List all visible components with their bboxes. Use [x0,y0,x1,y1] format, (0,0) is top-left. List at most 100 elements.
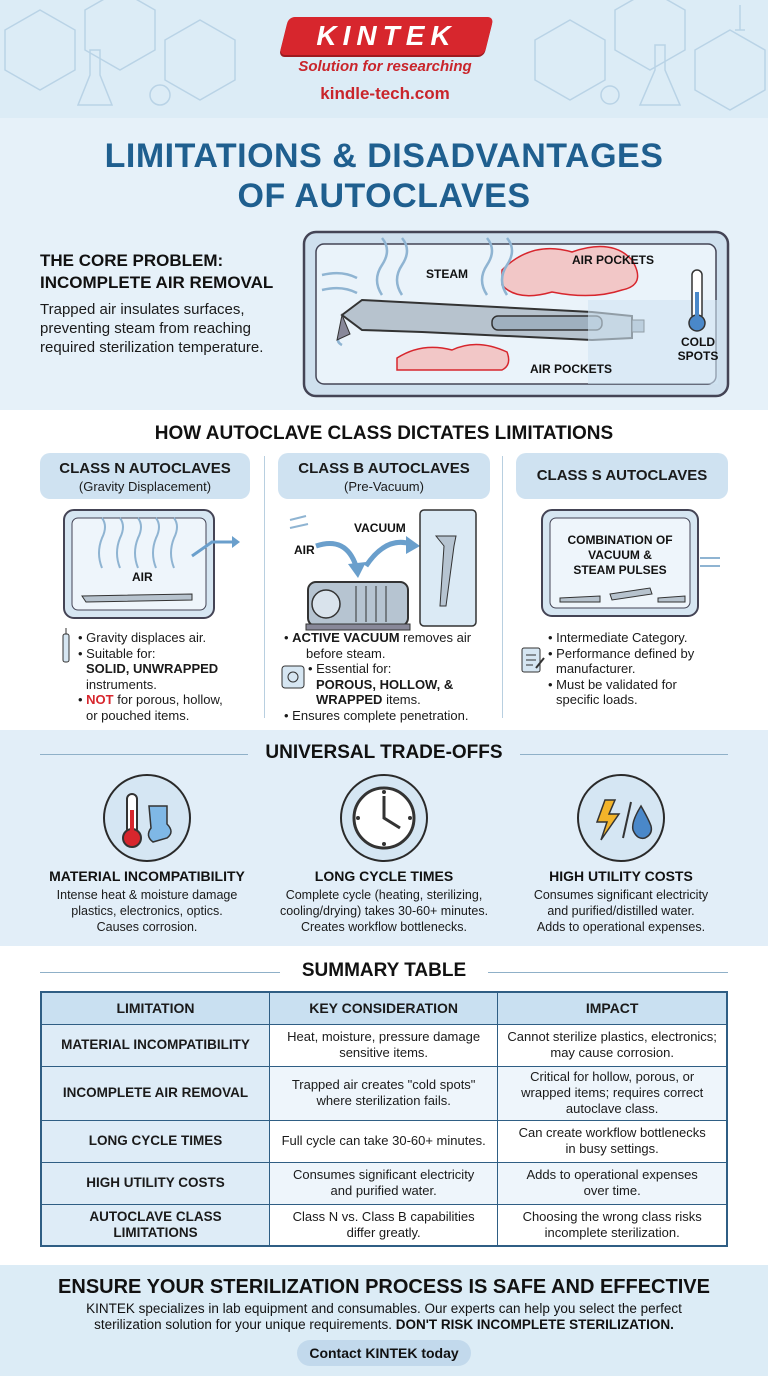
summary-heading: SUMMARY TABLE [301,960,467,981]
table-row: MATERIAL INCOMPATIBILITY Heat, moisture,… [40,1023,728,1067]
cell-line: Trapped air creates "cold spots" [291,1077,476,1092]
vacuum-pump-illustration: AIR VACUUM [289,509,477,631]
cell-line: Adds to operational expenses [526,1167,698,1182]
cell-line: Full cycle can take 30-60+ minutes. [281,1133,486,1148]
site-link[interactable]: kindle-tech.com [320,84,450,103]
core-heading-line2: INCOMPLETE AIR REMOVAL [40,273,274,292]
air-pocket-bottom [396,343,510,371]
page-title: LIMITATIONS & DISADVANTAGES OF AUTOCLAVE… [20,136,748,216]
gravity-chamber-illustration: AIR [63,509,240,619]
column-divider [502,456,503,718]
trade-icon-circle [577,774,665,862]
class-n-bullet3-end: or pouched items. [86,707,190,723]
tradeoff-title: HIGH UTILITY COSTS [549,868,693,884]
tradeoff-line: Consumes significant electricity [533,888,709,902]
tradeoff-text: Consumes significant electricity and pur… [514,887,728,935]
table-cell: Trapped air creates "cold spots"where st… [268,1065,499,1121]
column-header: IMPACT [497,991,728,1025]
contact-button[interactable]: Contact KINTEK today [297,1340,471,1366]
power-water-icon [595,799,653,841]
class-b-bullet2: Essential for: [316,661,392,676]
class-b-bullet1: removes air [399,630,472,645]
class-b-bullets: • ACTIVE VACUUM removes air before steam… [284,630,498,723]
class-n-bullet2-strong: SOLID, UNWRAPPED [86,661,219,676]
trade-icon-circle [103,774,191,862]
instrument-icon [81,593,193,603]
cell-line: LIMITATIONS [113,1224,198,1240]
air-pockets-bottom-label: AIR POCKETS [530,362,612,376]
trade-icon-circle [340,774,428,862]
header-banner: KINTEK Solution for researching kindle-t… [0,0,768,118]
class-b-air-label: AIR [294,543,315,557]
class-b-title: CLASS B AUTOCLAVES [298,460,470,477]
cell-line: Consumes significant electricity [292,1167,475,1182]
tradeoff-line: cooling/drying) takes 30-60+ minutes. [279,904,489,918]
air-pockets-top-label: AIR POCKETS [572,253,654,267]
thermometer-melt-icon [122,793,172,848]
class-b-bullet1-strong: ACTIVE VACUUM [292,630,400,645]
tradeoff-line: Creates workflow bottlenecks. [300,920,468,934]
class-s-bullet2: Performance defined by [556,645,695,661]
table-cell: LONG CYCLE TIMES [40,1119,270,1163]
tradeoff-title: LONG CYCLE TIMES [314,868,454,884]
class-s-bullets: • Intermediate Category. • Performance d… [548,630,730,708]
cta-line2: sterilization solution for your unique r… [94,1317,396,1332]
cell-line: Can create workflow bottlenecks [518,1125,706,1140]
class-s-bullet3: Must be validated for [556,676,677,692]
class-n-not: NOT [86,692,114,707]
tradeoffs-heading: UNIVERSAL TRADE-OFFS [265,742,503,763]
checklist-icon [521,647,545,673]
class-s-fig-line2: VACUUM & [588,548,652,562]
class-b-bullet3: Ensures complete penetration. [292,707,469,723]
divider-line [40,972,280,973]
cell-line: Heat, moisture, pressure damage [287,1029,481,1044]
table-row: LONG CYCLE TIMES Full cycle can take 30-… [40,1119,728,1163]
class-b-header: CLASS B AUTOCLAVES (Pre-Vacuum) [278,453,490,499]
cell-line: over time. [583,1183,641,1198]
column-divider [264,456,265,718]
divider-line [520,754,728,755]
divider-line [40,754,248,755]
lab-pattern-decoration [4,0,766,111]
core-problem-text: Trapped air insulates surfaces, preventi… [40,301,264,356]
core-problem-heading: THE CORE PROBLEM: INCOMPLETE AIR REMOVAL [40,250,300,294]
spots-label: SPOTS [678,349,719,363]
logo-text: KINTEK [316,20,457,51]
cell-line: sensitive items. [339,1045,429,1060]
table-cell: MATERIAL INCOMPATIBILITY [40,1023,270,1067]
class-b-bullet1-end: before steam. [306,645,386,661]
clock-icon [352,786,416,850]
instrument-small-icon [62,628,70,663]
class-n-subtitle: (Gravity Displacement) [78,479,212,494]
tradeoff-text: Intense heat & moisture damage plastics,… [40,887,254,935]
cell-line: in busy settings. [565,1141,659,1156]
class-b-bullet2-end: items. [382,692,421,707]
divider-line [488,972,728,973]
class-n-air-label: AIR [132,570,153,584]
table-cell: Full cycle can take 30-60+ minutes. [268,1119,499,1163]
cta-text: KINTEK specializes in lab equipment and … [40,1301,728,1333]
class-s-bullet1: Intermediate Category. [556,630,688,645]
class-b-bullet2-wrapped: WRAPPED [316,692,383,707]
core-heading-line1: THE CORE PROBLEM: [40,251,224,270]
class-s-fig-line3: STEAM PULSES [573,563,666,577]
cell-line: wrapped items; requires correct [521,1085,704,1100]
class-s-bullet3-end: specific loads. [556,692,638,707]
cta-heading: ENSURE YOUR STERILIZATION PROCESS IS SAF… [58,1276,710,1298]
class-n-bullet3: for porous, hollow, [113,692,223,707]
class-n-header: CLASS N AUTOCLAVES (Gravity Displacement… [40,453,250,499]
cell-line: AUTOCLAVE CLASS [89,1208,222,1224]
brand-tagline: Solution for researching [298,58,472,75]
tradeoff-line: Adds to operational expenses. [536,920,706,934]
class-b-vacuum-label: VACUUM [354,521,406,535]
class-n-bullet2: Suitable for: [86,645,156,661]
cell-line: incomplete sterilization. [544,1224,680,1240]
cell-line: where sterilization fails. [316,1093,451,1108]
